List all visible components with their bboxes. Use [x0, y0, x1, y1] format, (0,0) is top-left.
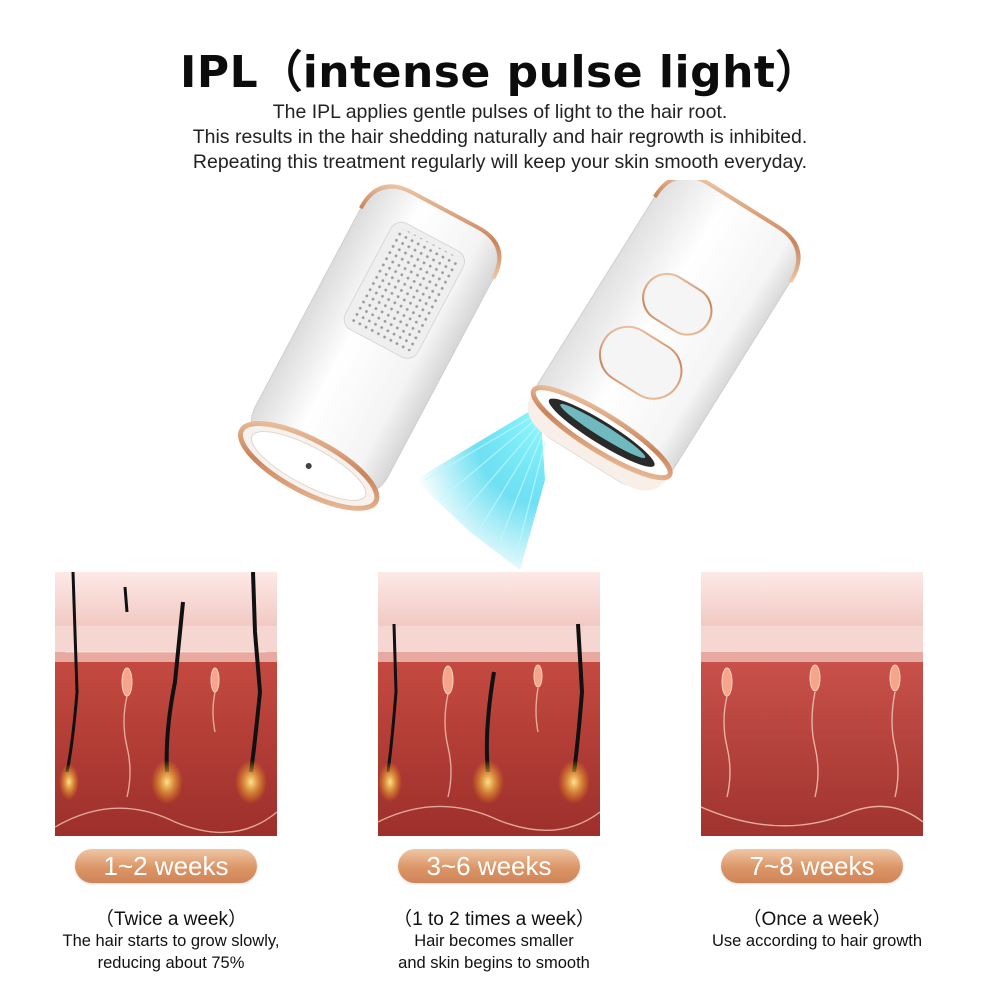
- stage-2-period-badge: 3~6 weeks: [398, 849, 580, 883]
- intro-line: This results in the hair shedding natura…: [192, 126, 808, 148]
- page-title: IPL（intense pulse light）: [180, 47, 820, 98]
- ipl-device-illustration: [237, 180, 801, 570]
- skin-panel-stage-3: [701, 572, 923, 836]
- stage-3-period-badge: 7~8 weeks: [721, 849, 903, 883]
- stage-3-frequency: （Once a week）: [742, 909, 892, 930]
- skin-panel-stage-2: [378, 572, 600, 836]
- device-front-view: [527, 180, 801, 491]
- intro-line: The IPL applies gentle pulses of light t…: [272, 101, 728, 123]
- skin-panel-stage-1: [55, 572, 277, 836]
- stage-2-description: Hair becomes smaller and skin begins to …: [353, 930, 635, 974]
- intro-text: The IPL applies gentle pulses of light t…: [0, 100, 1000, 175]
- description-line: Use according to hair growth: [711, 932, 923, 950]
- intro-line: Repeating this treatment regularly will …: [192, 151, 808, 173]
- light-beam: [415, 405, 545, 570]
- description-line: and skin begins to smooth: [398, 954, 590, 972]
- stage-3-description: Use according to hair growth: [676, 930, 958, 952]
- description-line: The hair starts to grow slowly,: [62, 932, 280, 950]
- stage-1-period-badge: 1~2 weeks: [75, 849, 257, 883]
- stage-1-frequency: （Twice a week）: [94, 909, 248, 930]
- description-line: reducing about 75%: [97, 954, 245, 972]
- stage-1-description: The hair starts to grow slowly, reducing…: [30, 930, 312, 974]
- device-back-view: [237, 184, 502, 511]
- description-line: Hair becomes smaller: [414, 932, 574, 950]
- stage-2-frequency: （1 to 2 times a week）: [393, 909, 595, 930]
